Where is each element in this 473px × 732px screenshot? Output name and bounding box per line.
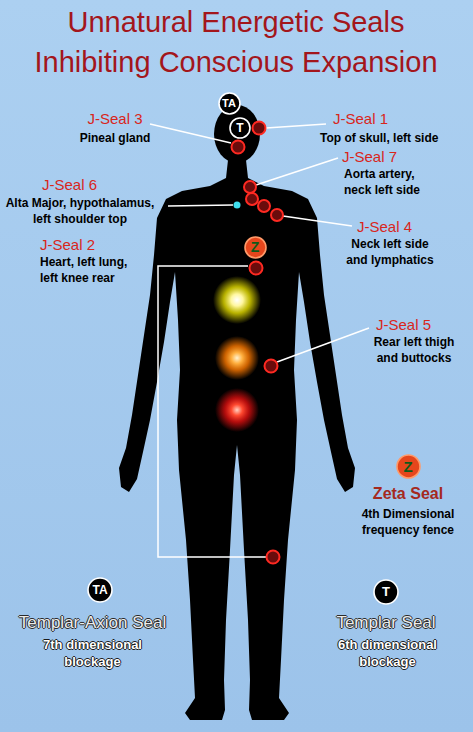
templar-axion-symbol: TA bbox=[218, 92, 241, 115]
seal-marker bbox=[244, 181, 256, 193]
symbol-letter: TA bbox=[87, 577, 113, 603]
symbol-letter: T bbox=[373, 579, 399, 605]
templar-symbol: T bbox=[373, 579, 399, 605]
leader-lines bbox=[150, 124, 369, 557]
leader-line bbox=[256, 158, 338, 185]
symbol-circle bbox=[219, 93, 240, 114]
seal-name: J-Seal 2 bbox=[40, 236, 120, 254]
zeta-symbol: Z bbox=[244, 236, 267, 259]
label-slot: 7th dimensional blockage bbox=[30, 636, 155, 670]
label-slot: 6th dimensional blockage bbox=[325, 636, 450, 670]
seal-marker bbox=[246, 193, 258, 205]
symbol-circle bbox=[230, 118, 250, 138]
seal-description: Pineal gland bbox=[70, 130, 160, 146]
leader-line bbox=[150, 124, 231, 143]
templar-symbol: T bbox=[229, 117, 251, 139]
legend-description: 4th Dimensional frequency fence bbox=[353, 506, 463, 538]
alta-major-dot bbox=[234, 202, 241, 209]
label-slot: Alta Major, hypothalamus, left shoulder … bbox=[0, 195, 160, 227]
label-slot: Templar-Axion Seal bbox=[0, 612, 185, 634]
label-slot: J-Seal 6 bbox=[42, 176, 122, 194]
leader-line bbox=[283, 216, 352, 226]
leader-line bbox=[168, 205, 233, 206]
seal-description: Heart, left lung, left knee rear bbox=[40, 254, 140, 286]
seal-marker bbox=[265, 360, 278, 373]
label-slot: 4th Dimensional frequency fence bbox=[353, 506, 463, 538]
legend-title: Templar Seal bbox=[320, 612, 452, 634]
label-slot: J-Seal 7 bbox=[342, 148, 412, 166]
leader-line bbox=[266, 124, 326, 128]
symbol-letter: Z bbox=[396, 454, 421, 479]
label-slot: Pineal gland bbox=[70, 130, 160, 146]
label-slot: J-Seal 5 bbox=[376, 316, 446, 334]
label-slot: Zeta Seal bbox=[358, 484, 458, 504]
seal-marker bbox=[258, 200, 270, 212]
legend-title: Templar-Axion Seal bbox=[0, 612, 185, 634]
symbol-letter: Z bbox=[244, 236, 267, 259]
label-slot: Neck left side and lymphatics bbox=[345, 236, 435, 268]
seal-description: Rear left thigh and buttocks bbox=[368, 334, 460, 366]
seal-marker bbox=[267, 551, 280, 564]
symbol-circle bbox=[88, 578, 112, 602]
label-slot: Rear left thigh and buttocks bbox=[368, 334, 460, 366]
label-slot: J-Seal 3 bbox=[80, 110, 150, 128]
label-slot: J-Seal 4 bbox=[357, 218, 427, 236]
seal-name: J-Seal 3 bbox=[80, 110, 150, 128]
diagram-title: Unnatural Energetic Seals Inhibiting Con… bbox=[16, 2, 456, 82]
seal-description: Top of skull, left side bbox=[320, 130, 468, 146]
head-silhouette bbox=[214, 105, 260, 163]
symbol-circle bbox=[374, 580, 398, 604]
label-slot: J-Seal 1 bbox=[333, 110, 403, 128]
seal-name: J-Seal 5 bbox=[376, 316, 446, 334]
label-slot: J-Seal 2 bbox=[40, 236, 120, 254]
seal-marker bbox=[271, 209, 283, 221]
label-slot: Templar Seal bbox=[320, 612, 452, 634]
legend-title: Zeta Seal bbox=[358, 484, 458, 504]
seal-description: Alta Major, hypothalamus, left shoulder … bbox=[0, 195, 160, 227]
seal-name: J-Seal 4 bbox=[357, 218, 427, 236]
seal-name: J-Seal 7 bbox=[342, 148, 412, 166]
sacral-chakra bbox=[215, 336, 259, 380]
leader-line bbox=[277, 328, 369, 362]
bracket-line bbox=[158, 266, 266, 557]
seal-marker bbox=[253, 122, 266, 135]
seal-marker bbox=[250, 262, 263, 275]
seal-name: J-Seal 6 bbox=[42, 176, 122, 194]
label-slot: Top of skull, left side bbox=[320, 130, 468, 146]
solar-plexus-chakra bbox=[213, 276, 261, 324]
zeta-symbol: Z bbox=[396, 454, 421, 479]
seal-name: J-Seal 1 bbox=[333, 110, 403, 128]
seal-description: Neck left side and lymphatics bbox=[345, 236, 435, 268]
symbol-letter: T bbox=[229, 117, 251, 139]
label-slot: Aorta artery, neck left side bbox=[344, 166, 434, 198]
seal-description: Aorta artery, neck left side bbox=[344, 166, 434, 198]
symbol-circle bbox=[397, 455, 420, 478]
legend-description: 7th dimensional blockage bbox=[30, 636, 155, 670]
root-chakra bbox=[215, 388, 259, 432]
seal-marker bbox=[232, 141, 245, 154]
symbol-circle bbox=[245, 237, 266, 258]
title-block: Unnatural Energetic Seals Inhibiting Con… bbox=[16, 2, 456, 82]
symbol-letter: TA bbox=[218, 92, 241, 115]
body-silhouette bbox=[119, 160, 355, 720]
templar-axion-symbol: TA bbox=[87, 577, 113, 603]
legend-description: 6th dimensional blockage bbox=[325, 636, 450, 670]
seal-markers bbox=[232, 122, 284, 564]
label-slot: Heart, left lung, left knee rear bbox=[40, 254, 140, 286]
